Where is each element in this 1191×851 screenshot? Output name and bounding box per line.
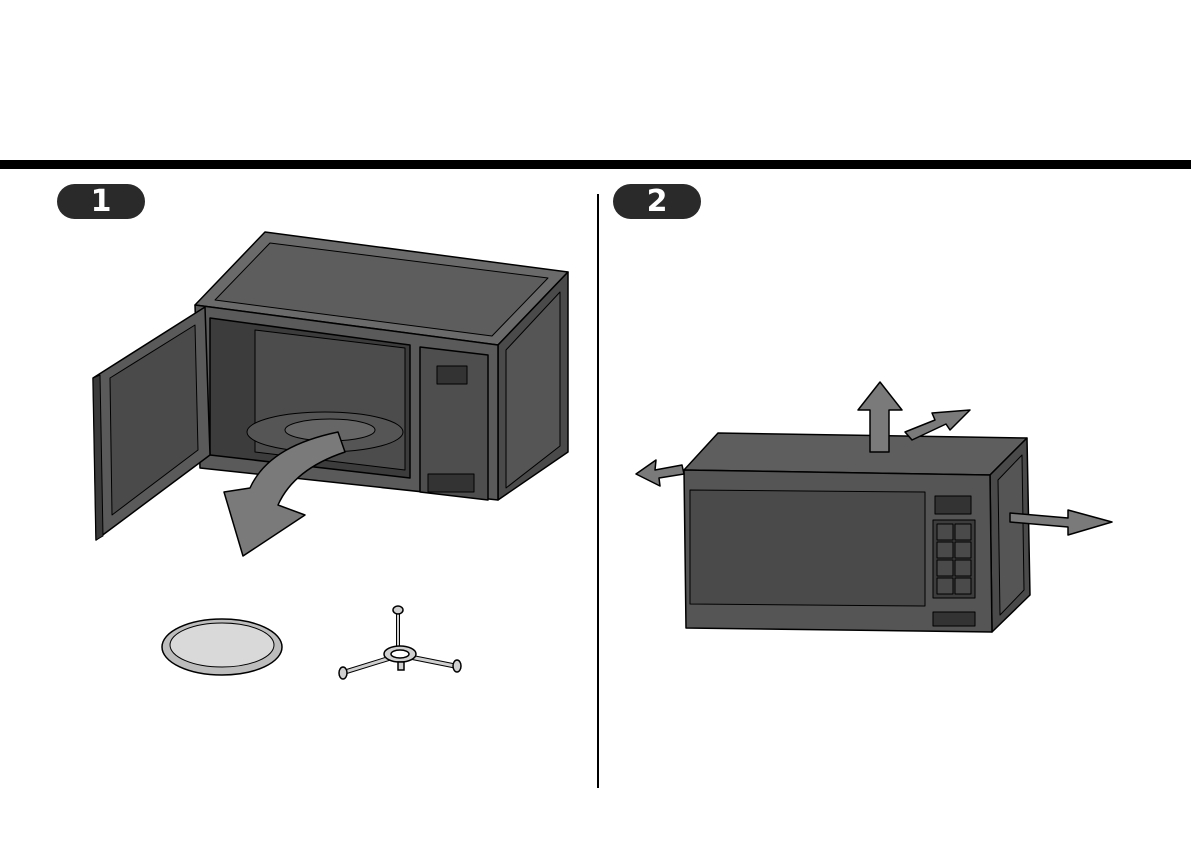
roller-ring	[339, 606, 461, 679]
microwave-open-door	[93, 232, 568, 540]
microwave-front	[684, 433, 1030, 632]
glass-tray	[162, 619, 282, 675]
